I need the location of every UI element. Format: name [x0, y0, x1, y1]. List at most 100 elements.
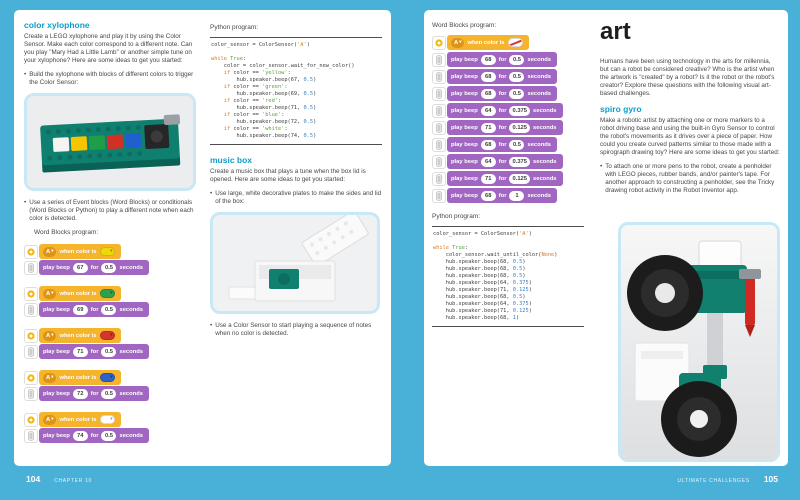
play-beep-block: play beep 69 for 0.5 seconds [39, 302, 150, 317]
bullet-build-xylophone: • Build the xylophone with blocks of dif… [24, 71, 194, 86]
python-code-music-box: color_sensor = ColorSensor('A') while Tr… [432, 226, 584, 327]
hub-icon [432, 52, 446, 67]
left-page: color xylophone Create a LEGO xylophone … [14, 10, 391, 466]
color-swatch-white: ▾ [99, 415, 115, 424]
section-heading-spiro-gyro: spiro gyro [600, 104, 642, 114]
bullet-event-blocks: • Use a series of Event blocks (Word Blo… [24, 199, 194, 222]
color-swatch-green: ▾ [99, 289, 115, 298]
duration-value: 0.5 [509, 88, 525, 99]
chevron-down-icon: ▾ [110, 248, 113, 254]
chapter-label: CHAPTER 10 [54, 478, 93, 484]
port-selector: A▾ [43, 414, 57, 425]
chevron-down-icon: ▾ [51, 248, 54, 254]
chevron-down-icon: ▾ [110, 290, 113, 296]
python-program-label: Python program: [432, 213, 481, 220]
duration-value: 0.375 [509, 156, 530, 167]
word-block-pair: A▾ when color is ▾ play beep 69 for 0.5 … [24, 286, 196, 317]
note-value: 68 [480, 54, 496, 65]
note-value: 71 [72, 346, 88, 357]
hub-icon [24, 302, 38, 317]
chevron-down-icon: ▾ [459, 39, 462, 45]
note-value: 71 [480, 173, 496, 184]
play-beep-block: play beep 68 for 0.5 seconds [447, 52, 558, 67]
xylophone-photo [24, 93, 196, 191]
note-value: 64 [480, 105, 496, 116]
play-beep-block: play beep 71 for 0.125 seconds [447, 171, 563, 186]
note-value: 72 [72, 388, 88, 399]
right-page: Word Blocks program: A▾ when color is ▾ … [424, 10, 788, 466]
event-block-label: when color is [59, 248, 97, 255]
right-page-col2: art Humans have been using technology in… [600, 18, 780, 201]
music-box-intro: Create a music box that plays a tune whe… [210, 168, 366, 183]
hub-icon [432, 86, 446, 101]
hub-icon [432, 69, 446, 84]
duration-value: 0.5 [101, 304, 117, 315]
port-selector: A▾ [43, 246, 57, 257]
play-beep-block: play beep 67 for 0.5 seconds [39, 260, 150, 275]
left-page-col1: color xylophone Create a LEGO xylophone … [24, 20, 196, 454]
play-beep-block: play beep 68 for 0.5 seconds [447, 86, 558, 101]
event-block: A▾ when color is ▾ [39, 412, 121, 427]
note-value: 74 [72, 430, 88, 441]
port-selector: A▾ [43, 372, 57, 383]
port-selector: A▾ [451, 37, 465, 48]
event-block: A▾ when color is ▾ [39, 286, 121, 301]
left-page-col2: Python program: color_sensor = ColorSens… [210, 24, 382, 344]
bullet-color-sensor-start: • Use a Color Sensor to start playing a … [210, 322, 372, 337]
play-beep-block: play beep 74 for 0.5 seconds [39, 428, 150, 443]
right-page-col1: Word Blocks program: A▾ when color is ▾ … [432, 22, 584, 337]
chevron-down-icon: ▾ [110, 374, 113, 380]
duration-value: 1 [509, 190, 525, 201]
chevron-down-icon: ▾ [51, 290, 54, 296]
duration-value: 0.5 [509, 139, 525, 150]
play-beep-block: play beep 71 for 0.125 seconds [447, 120, 563, 135]
hub-icon [24, 344, 38, 359]
word-block-pair: A▾ when color is ▾ play beep 71 for 0.5 … [24, 328, 196, 359]
chevron-down-icon: ▾ [51, 374, 54, 380]
chevron-down-icon: ▾ [110, 332, 113, 338]
bullet-white-plates: • Use large, white decorative plates to … [210, 190, 382, 205]
port-selector: A▾ [43, 288, 57, 299]
color-sensor-icon [24, 328, 38, 343]
art-intro: Humans have been using technology in the… [600, 58, 775, 97]
note-value: 68 [480, 190, 496, 201]
word-block-pair: A▾ when color is ▾ play beep 74 for 0.5 … [24, 412, 196, 443]
section-label: ULTIMATE CHALLENGES [677, 478, 750, 484]
hub-icon [24, 386, 38, 401]
event-block: A▾ when color is ▾ [39, 328, 121, 343]
port-selector: A▾ [43, 330, 57, 341]
color-swatch-blue: ▾ [99, 373, 115, 382]
event-block-label: when color is [59, 290, 97, 297]
hub-icon [432, 103, 446, 118]
color-swatch-yellow: ▾ [99, 247, 115, 256]
duration-value: 0.125 [509, 122, 530, 133]
hub-icon [432, 188, 446, 203]
word-blocks-label-right: Word Blocks program: [432, 22, 497, 29]
music-box-photo [210, 212, 380, 314]
color-xylophone-intro: Create a LEGO xylophone and play it by u… [24, 33, 193, 64]
duration-value: 0.125 [509, 173, 530, 184]
color-sensor-icon [24, 286, 38, 301]
python-code-xylophone: color_sensor = ColorSensor('A') while Tr… [210, 37, 382, 145]
event-block-label: when color is [59, 332, 97, 339]
note-value: 67 [72, 262, 88, 273]
chevron-down-icon: ▾ [51, 416, 54, 422]
chevron-down-icon: ▾ [110, 416, 113, 422]
play-beep-block: play beep 64 for 0.375 seconds [447, 154, 563, 169]
left-page-number: 104 [26, 474, 41, 484]
event-block: A▾ when color is ▾ [447, 35, 529, 50]
chevron-down-icon: ▾ [51, 332, 54, 338]
note-value: 64 [480, 156, 496, 167]
color-swatch-red: ▾ [99, 331, 115, 340]
word-block-pair: A▾ when color is ▾ play beep 67 for 0.5 … [24, 244, 196, 275]
hub-icon [432, 137, 446, 152]
play-beep-block: play beep 72 for 0.5 seconds [39, 386, 150, 401]
hub-icon [432, 171, 446, 186]
note-value: 68 [480, 139, 496, 150]
play-beep-block: play beep 64 for 0.375 seconds [447, 103, 563, 118]
bullet-marker: • [24, 71, 27, 78]
word-block-pair: A▾ when color is ▾ play beep 72 for 0.5 … [24, 370, 196, 401]
play-beep-block: play beep 68 for 1 seconds [447, 188, 558, 203]
event-block-label: when color is [59, 374, 97, 381]
duration-value: 0.5 [101, 388, 117, 399]
